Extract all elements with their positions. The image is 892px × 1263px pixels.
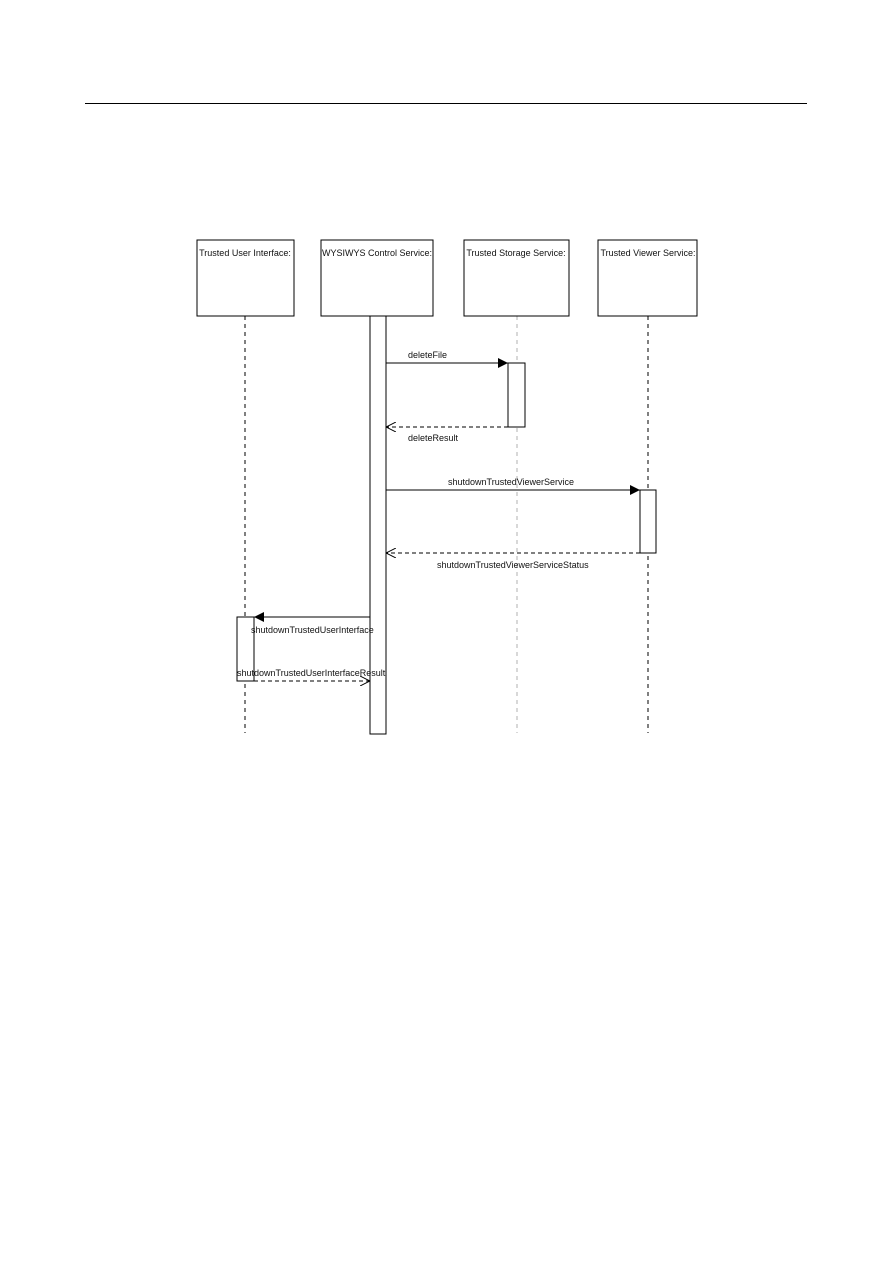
participant-tui: Trusted User Interface: bbox=[196, 239, 295, 317]
participant-tss-label: Trusted Storage Service: bbox=[466, 248, 565, 258]
activation-wcs bbox=[369, 315, 387, 735]
message-delete-file: deleteFile bbox=[386, 350, 508, 368]
participant-tss: Trusted Storage Service: bbox=[463, 239, 570, 317]
message-delete-file-label: deleteFile bbox=[408, 350, 447, 360]
message-shutdown-ui-result: shutdownTrustedUserInterfaceResult bbox=[237, 668, 386, 681]
participant-wcs: WYSIWYS Control Service: bbox=[320, 239, 434, 317]
participant-tvs-label: Trusted Viewer Service: bbox=[600, 248, 695, 258]
activation-tui bbox=[236, 616, 255, 682]
participant-tui-label: Trusted User Interface: bbox=[199, 248, 291, 258]
activation-tss bbox=[507, 362, 526, 428]
message-delete-result: deleteResult bbox=[386, 427, 508, 443]
activation-tvs bbox=[639, 489, 657, 554]
message-delete-result-label: deleteResult bbox=[408, 433, 459, 443]
participant-tvs: Trusted Viewer Service: bbox=[597, 239, 698, 317]
message-shutdown-ui-label: shutdownTrustedUserInterface bbox=[251, 625, 374, 635]
message-shutdown-viewer-status: shutdownTrustedViewerServiceStatus bbox=[386, 553, 640, 570]
message-shutdown-viewer: shutdownTrustedViewerService bbox=[386, 477, 640, 495]
message-shutdown-ui-result-label: shutdownTrustedUserInterfaceResult bbox=[237, 668, 386, 678]
message-shutdown-viewer-label: shutdownTrustedViewerService bbox=[448, 477, 574, 487]
page-header-rule bbox=[85, 103, 807, 104]
participant-wcs-label: WYSIWYS Control Service: bbox=[322, 248, 432, 258]
message-shutdown-ui: shutdownTrustedUserInterface bbox=[251, 612, 374, 635]
message-shutdown-viewer-status-label: shutdownTrustedViewerServiceStatus bbox=[437, 560, 589, 570]
